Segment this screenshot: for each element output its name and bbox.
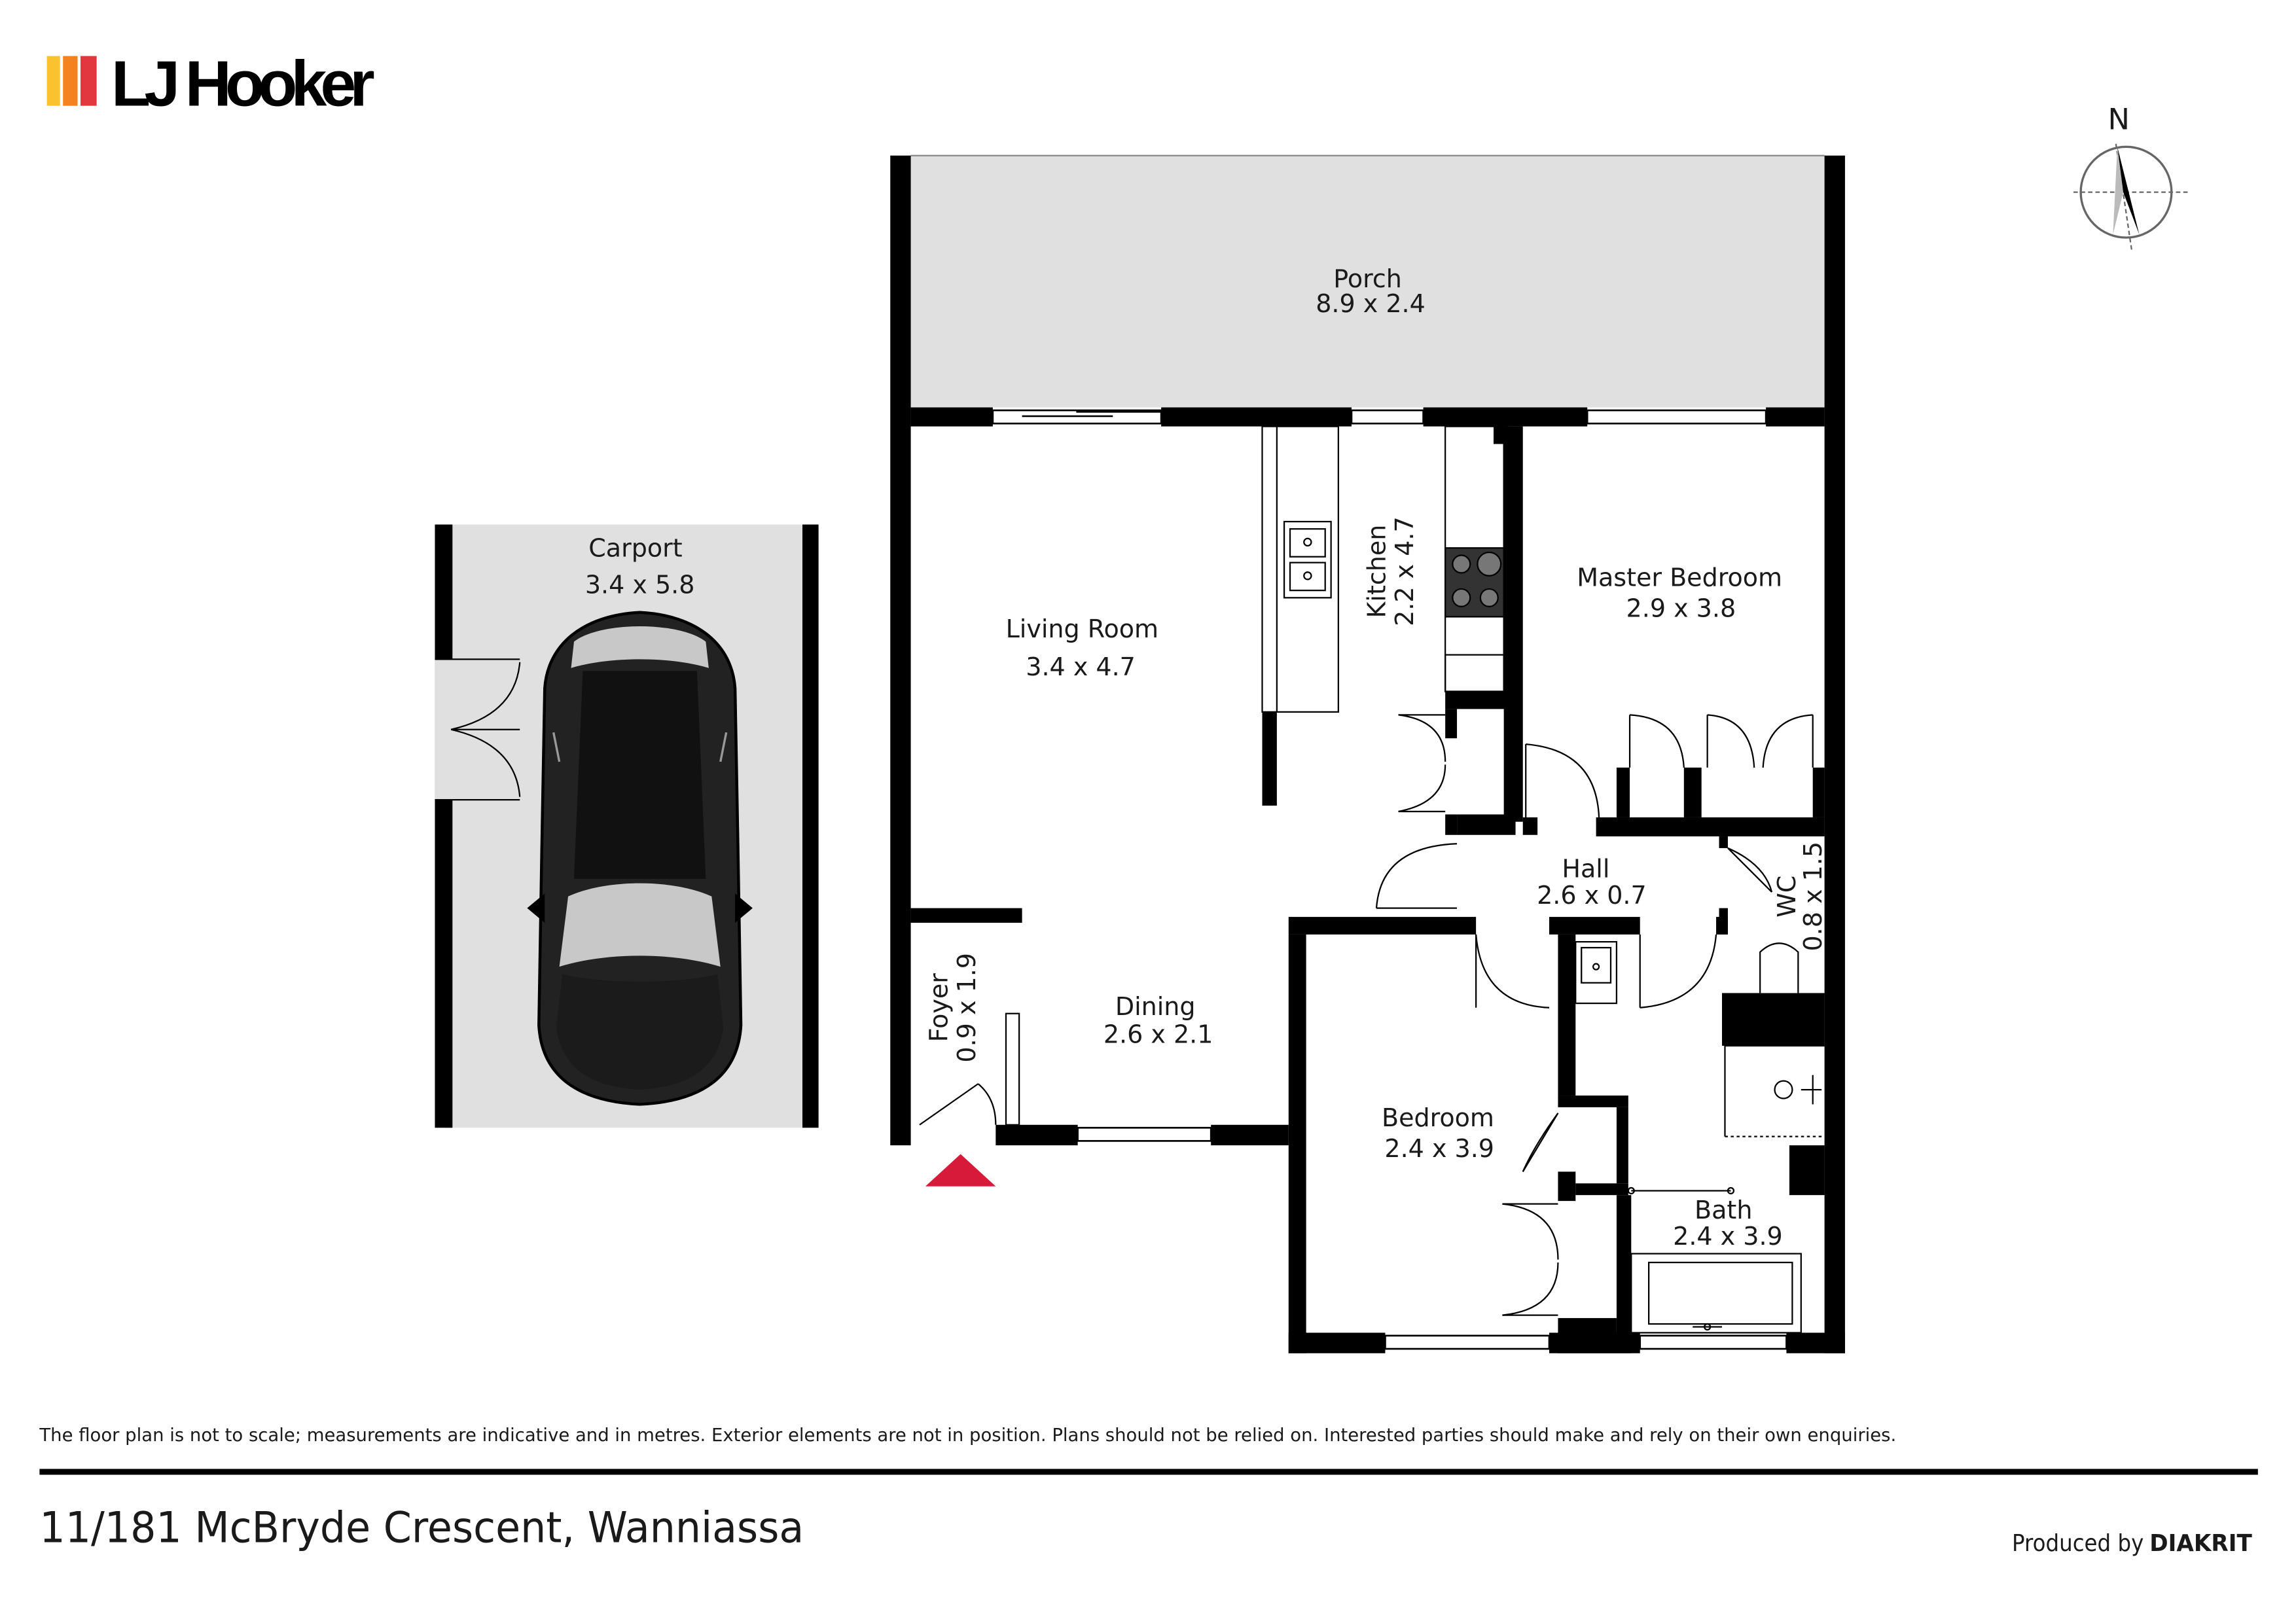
room-dims-dining: 2.6 x 2.1 [1103, 1020, 1213, 1048]
porch [910, 154, 1825, 408]
property-address: 11/181 McBryde Crescent, Wanniassa [39, 1503, 804, 1552]
lj-hooker-logo: LJ Hooker [46, 48, 375, 120]
room-dims-porch: 8.9 x 2.4 [1316, 289, 1426, 318]
room-name-dining: Dining [1115, 992, 1196, 1021]
room-dims-bath: 2.4 x 3.9 [1673, 1222, 1783, 1251]
disclaimer-text: The floor plan is not to scale; measurem… [39, 1424, 1896, 1446]
entry-marker-icon [925, 1154, 996, 1186]
room-labels: Porch 8.9 x 2.4 Living Room 3.4 x 4.7 Ki… [924, 264, 1827, 1251]
room-dims-carport: 3.4 x 5.8 [585, 571, 695, 599]
room-dims-master: 2.9 x 3.8 [1626, 594, 1736, 622]
room-name-bath: Bath [1695, 1196, 1752, 1224]
room-dims-living: 3.4 x 4.7 [1026, 652, 1136, 681]
room-dims-wc: 0.8 x 1.5 [1799, 842, 1827, 952]
room-name-porch: Porch [1333, 264, 1402, 293]
room-name-living: Living Room [1006, 615, 1158, 643]
room-name-carport: Carport [588, 534, 682, 563]
logo-bar-yellow [46, 56, 60, 106]
producer-name: DIAKRIT [2149, 1530, 2252, 1557]
room-dims-foyer: 0.9 x 1.9 [952, 953, 981, 1063]
bathroom-fixtures [1575, 940, 1825, 1334]
room-name-foyer: Foyer [924, 973, 953, 1043]
room-name-kitchen: Kitchen [1362, 525, 1391, 618]
walls [890, 155, 1845, 1353]
north-compass-icon: N [2073, 101, 2188, 253]
room-name-master: Master Bedroom [1577, 563, 1782, 592]
windows [992, 409, 1787, 1350]
room-dims-hall: 2.6 x 0.7 [1537, 881, 1647, 910]
compass-north-label: N [2108, 101, 2130, 136]
logo-bar-red [81, 56, 97, 106]
brand-name: LJ Hooker [111, 48, 375, 120]
kitchen-fixtures [1261, 425, 1505, 713]
footer-divider [39, 1469, 2258, 1475]
room-dims-bedroom: 2.4 x 3.9 [1384, 1134, 1494, 1163]
carport: Carport 3.4 x 5.8 [435, 524, 819, 1128]
room-name-bedroom: Bedroom [1382, 1103, 1494, 1132]
producer-prefix: Produced by [2012, 1530, 2144, 1557]
doors [919, 714, 1814, 1316]
room-name-wc: WC [1772, 876, 1801, 918]
logo-bar-orange [63, 56, 78, 106]
car-icon [527, 611, 753, 1106]
room-name-hall: Hall [1562, 855, 1609, 883]
room-dims-kitchen: 2.2 x 4.7 [1390, 516, 1419, 626]
